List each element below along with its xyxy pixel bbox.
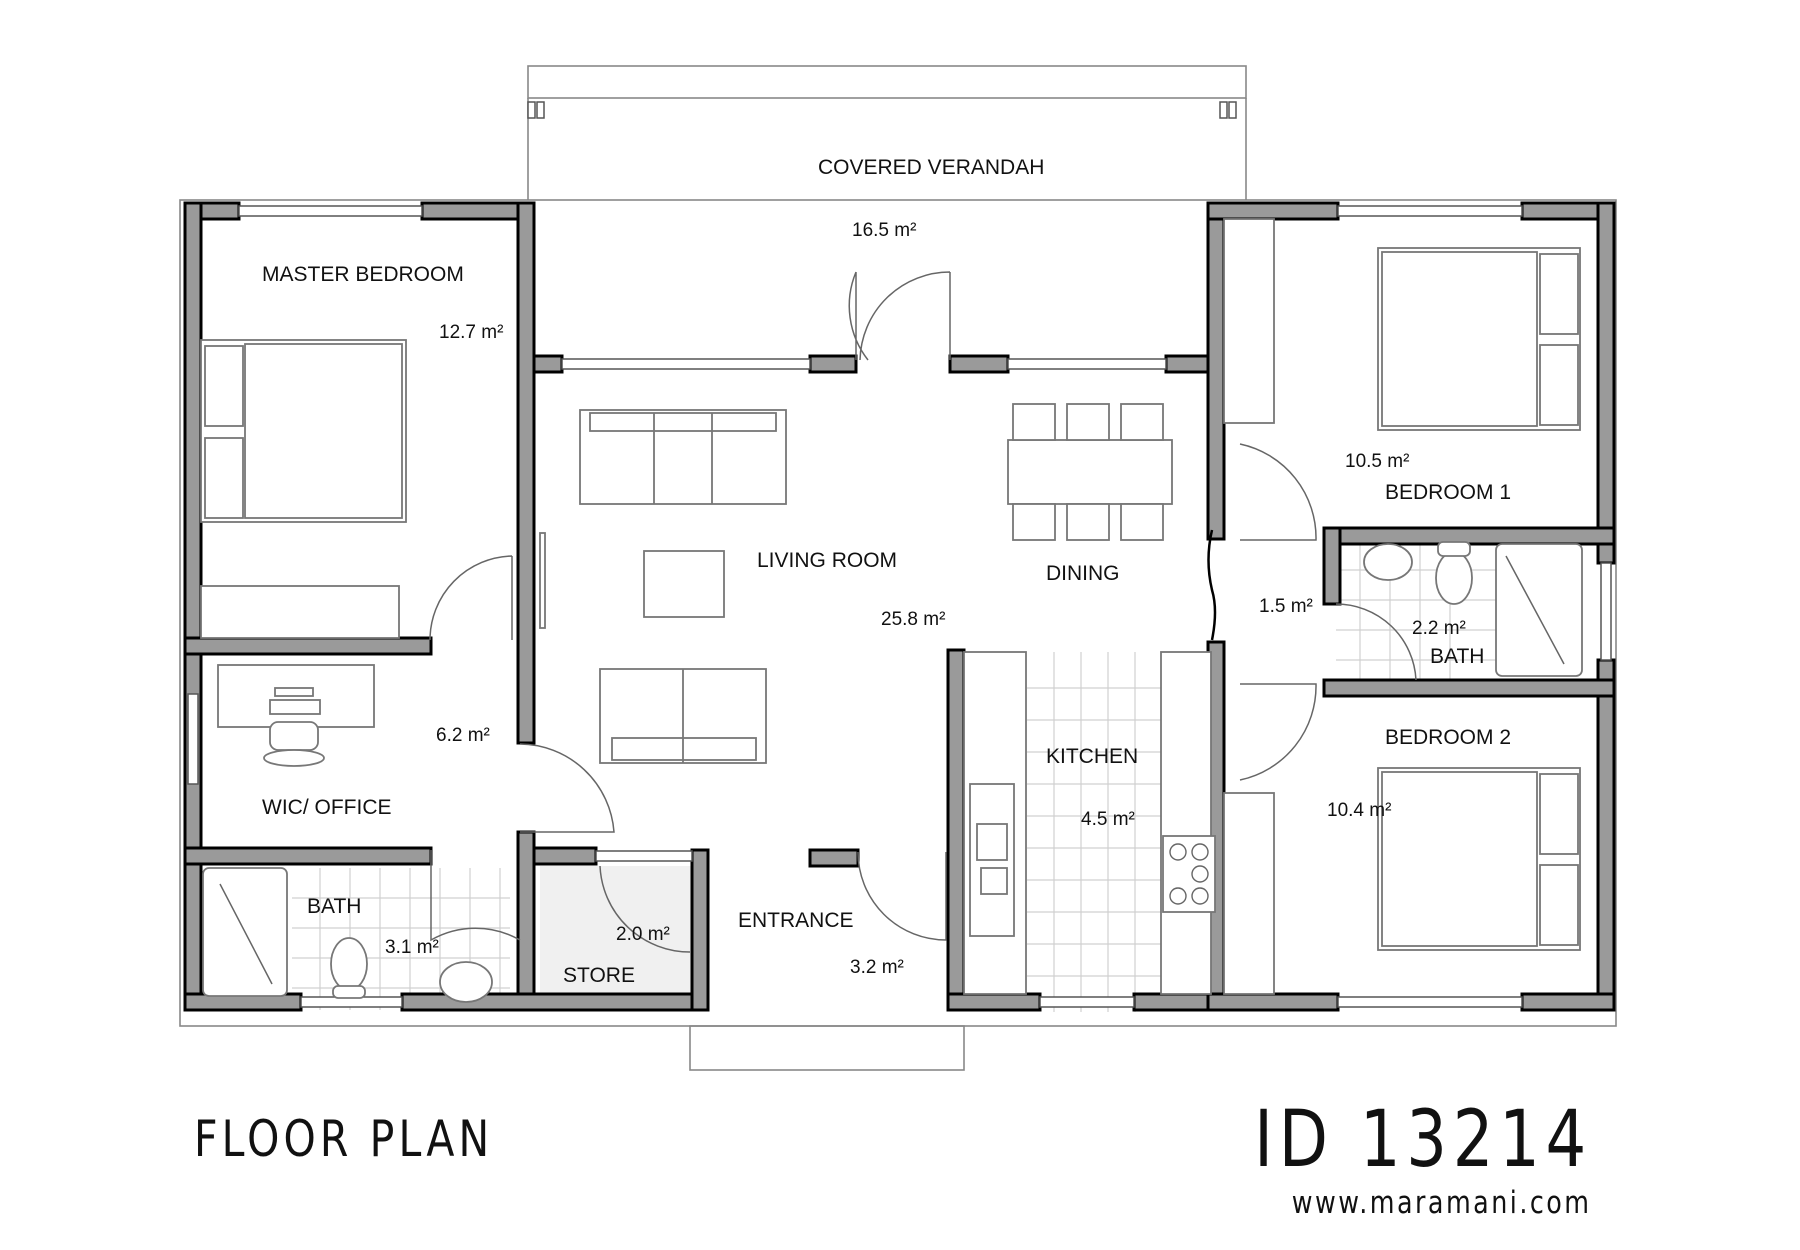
office-area: 6.2 m² [436,725,490,746]
master-bedroom-label: MASTER BEDROOM [262,263,464,286]
stove-icon [1162,835,1216,913]
bedroom-1-area: 10.5 m² [1345,451,1409,472]
kitchen-counter-right [1160,651,1212,995]
bed-1-icon [1377,247,1581,431]
doors [429,271,1417,953]
sofa-2-seat-icon [599,668,767,764]
office-chair-icon [263,721,325,767]
windows [187,205,1612,1008]
sink-icon [969,783,1015,937]
walls [183,201,1616,1012]
master-bath-fixtures [202,867,493,1003]
verandah-structure [527,65,1247,200]
kitchen-area: 4.5 m² [1081,809,1135,830]
coffee-table-icon [643,550,725,618]
post-icon [527,101,545,119]
shared-bath-fixtures [1363,541,1583,677]
bedroom-2-label: BEDROOM 2 [1385,726,1511,749]
toilet-icon [330,937,368,991]
toilet-icon [1435,551,1473,605]
store-floor [540,866,696,1010]
bed-2-icon [1377,767,1581,951]
wardrobe-1-icon [1223,218,1275,424]
website-link[interactable]: www.maramani.com [1292,1185,1592,1221]
basin-icon [439,961,493,1003]
bedroom-1-label: BEDROOM 1 [1385,481,1511,504]
master-bath-area: 3.1 m² [385,937,439,958]
entrance-area: 3.2 m² [850,957,904,978]
sofa-3-seat-icon [579,409,787,505]
entrance-porch [689,1025,965,1071]
verandah-area: 16.5 m² [852,220,916,241]
bedroom-2-area: 10.4 m² [1327,800,1391,821]
wardrobe-icon [200,585,400,639]
shared-bath-label: BATH [1430,645,1484,668]
post-icon [1219,101,1237,119]
tv-icon [539,532,546,629]
office-label: WIC/ OFFICE [262,796,392,819]
master-bedroom-area: 12.7 m² [439,322,503,343]
plan-title: FLOOR PLAN [194,1110,494,1168]
store-area: 2.0 m² [616,924,670,945]
store-label: STORE [563,964,635,987]
shared-bath-area: 2.2 m² [1412,618,1466,639]
kitchen-label: KITCHEN [1046,745,1138,768]
living-room-label: LIVING ROOM [757,549,897,572]
living-room-area: 25.8 m² [881,609,945,630]
wardrobe-2-icon [1223,792,1275,995]
dining-table-icon [1007,403,1173,541]
verandah-label: COVERED VERANDAH [818,156,1044,179]
entrance-label: ENTRANCE [738,909,854,932]
sliding-door-icon [1207,529,1217,641]
hallway-area: 1.5 m² [1259,596,1313,617]
shower-icon [1495,543,1583,677]
master-bath-label: BATH [307,895,361,918]
basin-icon [1363,543,1413,581]
master-bed-icon [200,339,407,523]
desk-icon [217,664,375,728]
kitchen-tiles [1027,652,1161,1012]
dining-label: DINING [1046,562,1120,585]
plan-id: ID 13214 [1254,1095,1592,1185]
